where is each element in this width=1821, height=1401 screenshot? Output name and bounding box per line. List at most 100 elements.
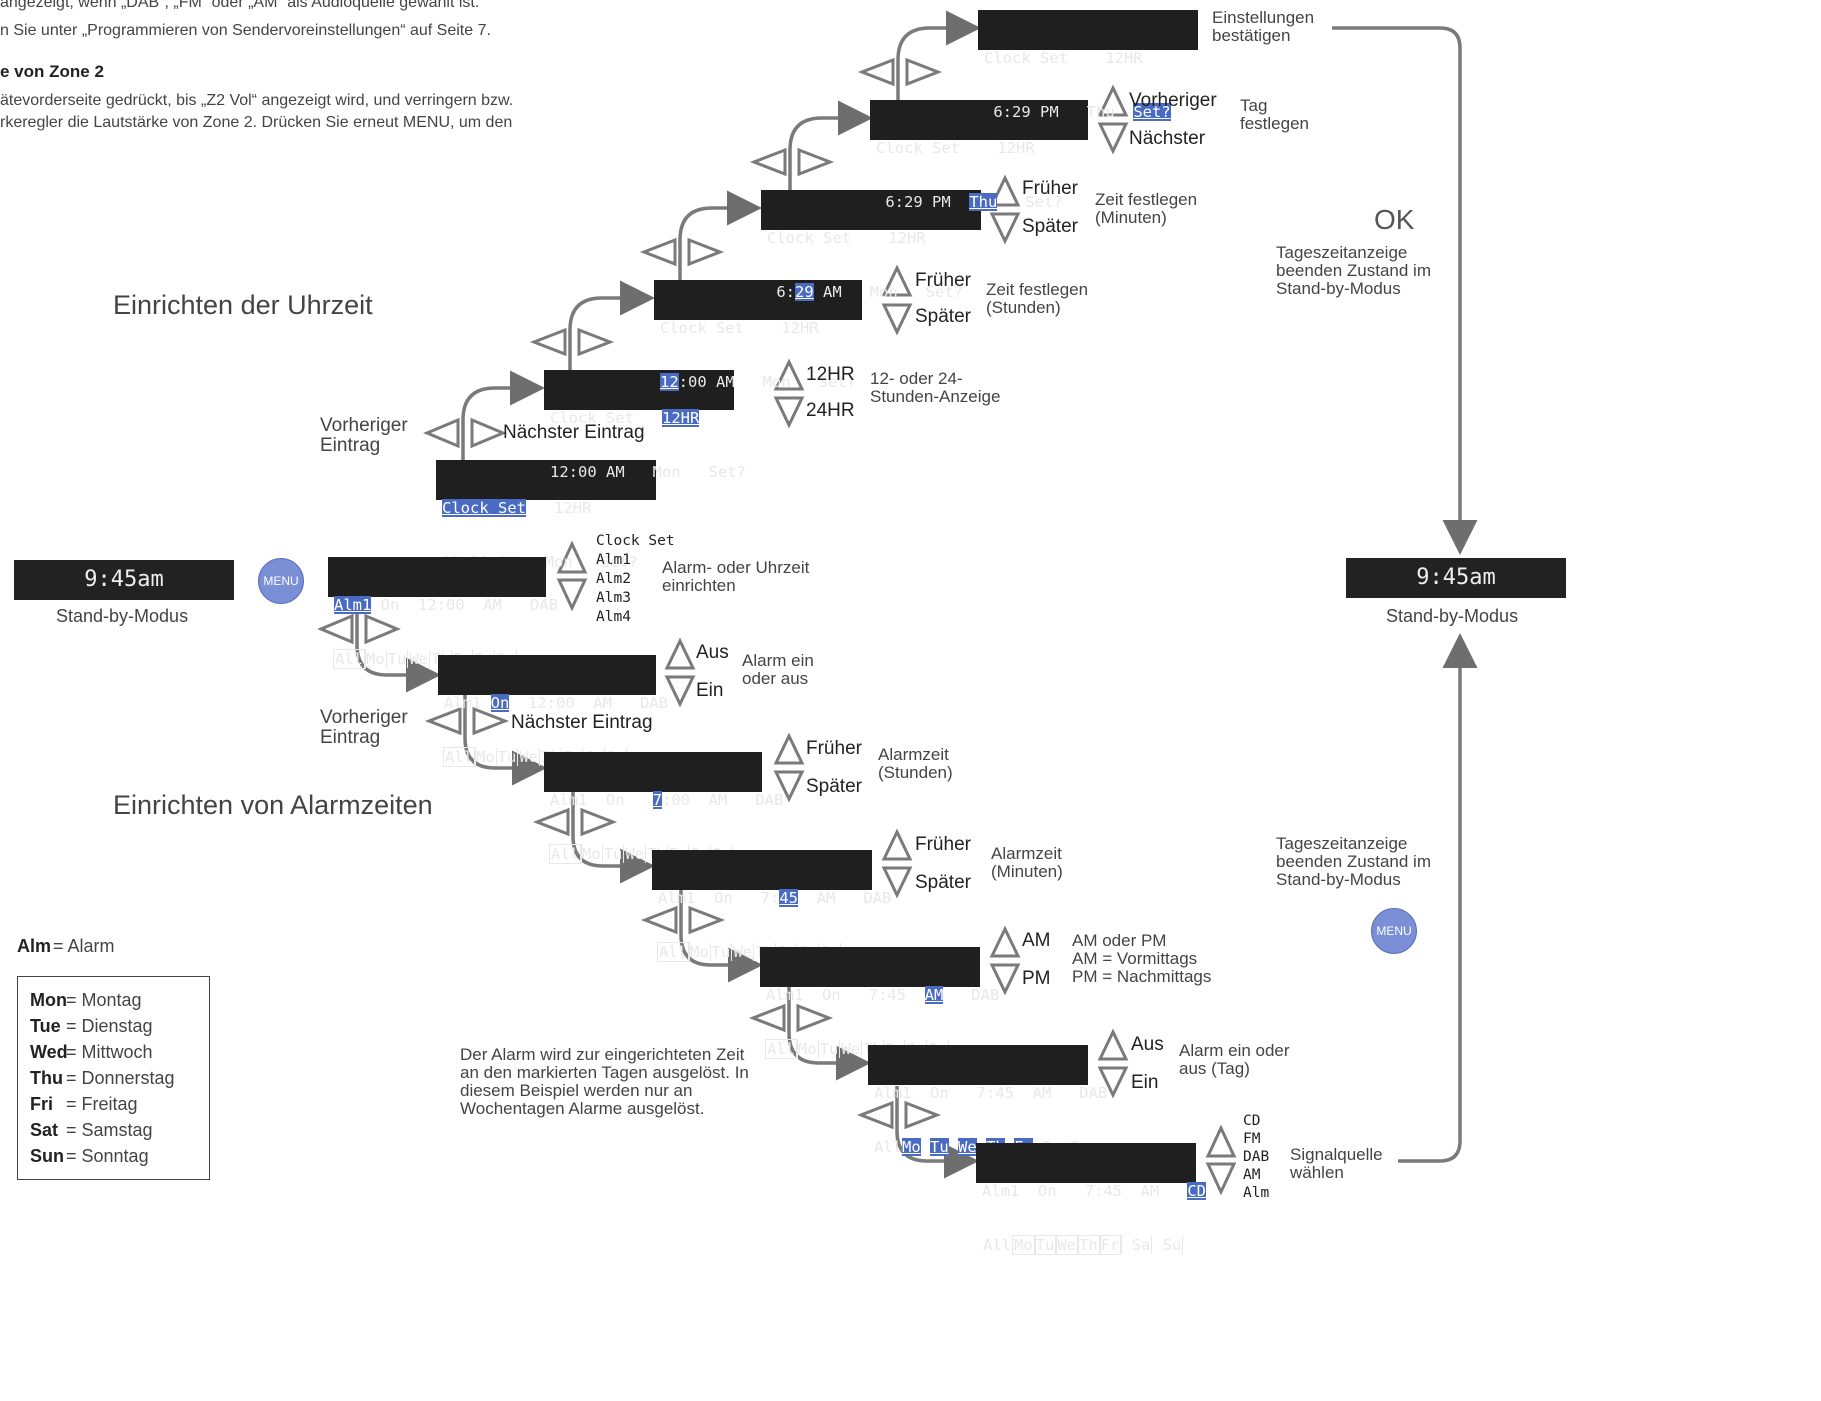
alarm-source-desc: Signalquelle wählen [1290, 1145, 1383, 1182]
lcd-highlight: 29 [795, 283, 814, 301]
alarm-nav-next: Nächster Eintrag [511, 712, 653, 733]
day-we: We [958, 1138, 977, 1156]
clock-minutes-desc: Zeit festlegen (Minuten) [1095, 190, 1198, 227]
clock-hour-mode-down: 24HR [806, 400, 855, 421]
alarm-select-list: Clock Set Alm1 Alm2 Alm3 Alm4 [596, 533, 675, 625]
day-all: All [549, 844, 582, 864]
legend-row: Sat= Samstag [30, 1117, 197, 1143]
lcd-highlight: Clock Set [442, 499, 526, 517]
lcd-highlight: 45 [779, 889, 798, 907]
legend-value: = Mittwoch [66, 1042, 153, 1062]
lcd-highlight: CD [1187, 1182, 1206, 1200]
day-sa: Sa [1130, 1236, 1153, 1254]
lcd-clock-hours: Clock Set 12HR 12:00 AM Mon Set? [654, 280, 862, 391]
legend-row: Tue= Dienstag [30, 1013, 197, 1039]
lcd-alarm-days: Alm1 On 7:45 AM DAB AllMo Tu We Th Fr Sa… [868, 1045, 1107, 1156]
lcd-text: 6: [767, 283, 795, 301]
day-mo: Mo [902, 1138, 921, 1156]
alarm-minutes-desc: Alarmzeit (Minuten) [991, 844, 1063, 881]
day-tu: Tu [818, 1040, 841, 1058]
day-fr: Fr [1098, 1235, 1123, 1255]
legend-value: = Montag [66, 990, 142, 1010]
day-tu: Tu [496, 748, 519, 766]
day-mo: Mo [797, 1040, 819, 1058]
day-all: All [443, 747, 476, 767]
lcd-text: Clock Set 12HR [660, 319, 819, 337]
alarm-hours-down: Später [806, 776, 862, 797]
day-tu: Tu [1033, 1235, 1058, 1255]
lcd-clock-confirm: Clock Set 12HR 6:29 PM Thu Set? [978, 10, 1198, 121]
menu-button-start[interactable]: MENU [258, 558, 304, 604]
day-all: All [657, 942, 690, 962]
intro-line-1: angezeigt, wenn „DAB“, „FM“ oder „AM“ al… [0, 0, 480, 11]
legend-value: = Dienstag [66, 1016, 153, 1036]
legend-row: Wed= Mittwoch [30, 1039, 197, 1065]
alarm-section-title: Einrichten von Alarmzeiten [113, 790, 433, 820]
legend-alm-value: = Alarm [53, 936, 115, 956]
day-we: We [624, 845, 647, 863]
alarm-onoff-up: Aus [696, 642, 729, 663]
day-we: We [518, 748, 541, 766]
lcd-text: AM Mon Set? [813, 283, 963, 301]
day-all: All [874, 1138, 902, 1156]
lcd-text: DAB [943, 986, 1000, 1004]
legend-value: = Sonntag [66, 1146, 149, 1166]
alarm-select-desc: Alarm- oder Uhrzeit einrichten [662, 558, 810, 595]
legend-key: Thu [30, 1068, 63, 1088]
lcd-clock-day: Clock Set 12HR 6:29 PM Thu Set? [870, 100, 1088, 211]
clock-day-desc: Tag festlegen [1240, 96, 1309, 133]
lcd-highlight: Thu [969, 193, 998, 211]
lcd-highlight: 12HR [661, 409, 700, 427]
lcd-text: Clock Set 12HR [767, 229, 926, 247]
day-all: All [765, 1039, 798, 1059]
lcd-text: Clock Set 12HR [876, 139, 1035, 157]
alarm-day-note: Der Alarm wird zur eingerichteten Zeit a… [460, 1045, 749, 1118]
intro-body-1: ätevorderseite gedrückt, bis „Z2 Vol“ an… [0, 92, 514, 109]
lcd-text: Alm1 On 7: [658, 889, 780, 907]
lcd-text: 12HR [526, 499, 592, 517]
legend-key: Fri [30, 1094, 54, 1114]
day-mo: Mo [581, 845, 603, 863]
lcd-text: On 12:00 AM DAB [371, 596, 558, 614]
legend-alm-key: Alm [17, 936, 52, 956]
lcd-text: AM DAB [798, 889, 892, 907]
legend-row: Thu= Donnerstag [30, 1065, 197, 1091]
alarm-minutes-up: Früher [915, 834, 971, 855]
lcd-highlight: Alm1 [334, 596, 372, 614]
alarm-nav-prev: Vorheriger Eintrag [320, 707, 408, 748]
lcd-clock-minutes: Clock Set 12HR 6:29 AM Mon Set? [761, 190, 981, 301]
day-tu: Tu [710, 943, 733, 961]
clock-confirm-desc: Einstellungen bestätigen [1212, 8, 1315, 45]
day-we: We [1055, 1235, 1080, 1255]
lcd-text: Alm1 [444, 694, 491, 712]
standby-caption-right: Stand-by-Modus [1386, 606, 1519, 626]
clock-nav-prev: Vorheriger Eintrag [320, 415, 408, 456]
legend-key: Sun [30, 1146, 64, 1166]
lcd-text: Alm1 On 7:45 AM [982, 1182, 1188, 1200]
clock-hour-mode-desc: 12- oder 24- Stunden-Anzeige [870, 369, 1001, 406]
clock-minutes-down: Später [1022, 216, 1078, 237]
intro-body-2: rkeregler die Lautstärke von Zone 2. Drü… [0, 114, 513, 131]
day-su: Su [1161, 1236, 1184, 1254]
clock-hours-down: Später [915, 306, 971, 327]
legend-row: Fri = Freitag [30, 1091, 197, 1117]
clock-nav-next: Nächster Eintrag [503, 422, 645, 443]
legend-value: = Freitag [66, 1094, 138, 1114]
lcd-text: :00 AM DAB [662, 791, 784, 809]
day-we: We [408, 650, 431, 668]
lcd-text: 12:00 AM Mon Set? [550, 463, 746, 481]
menu-button-exit[interactable]: MENU [1371, 908, 1417, 954]
lcd-highlight: 12 [660, 373, 679, 391]
lcd-highlight: On [490, 694, 510, 712]
alarm-ampm-down: PM [1022, 968, 1051, 989]
lcd-highlight: AM [924, 986, 944, 1004]
alarm-hours-up: Früher [806, 738, 862, 759]
alarm-minutes-down: Später [915, 872, 971, 893]
lcd-text: Set? [997, 193, 1063, 211]
